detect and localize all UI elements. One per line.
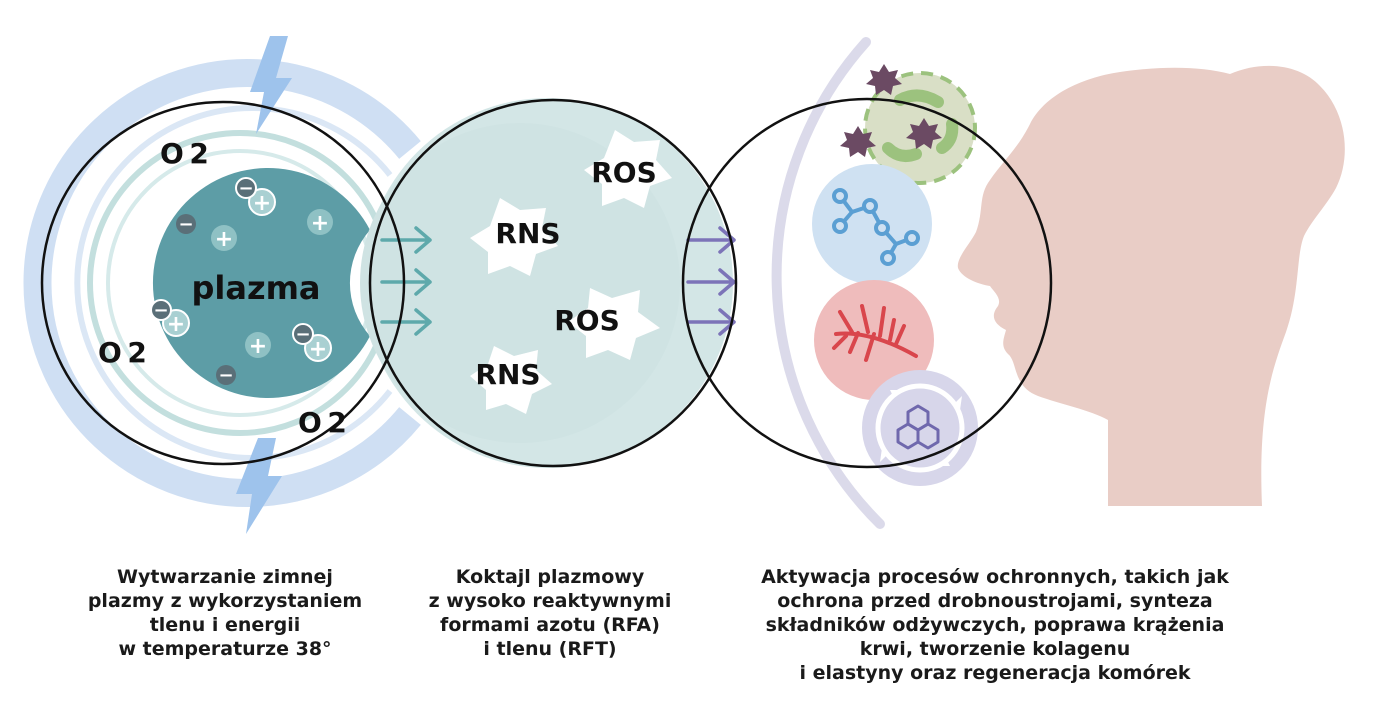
stage-outlines [40, 97, 1053, 469]
oxygen-label: O 2 [98, 336, 147, 369]
caption-stage3: Aktywacja procesów ochronnych, takich ja… [710, 565, 1280, 685]
caption-line: Koktajl plazmowy [455, 566, 645, 588]
oxygen-label: O 2 [160, 137, 209, 170]
ion-plus-sign: + [167, 312, 185, 337]
ion-minus-sign: − [153, 300, 168, 321]
ros-label: ROS [554, 304, 620, 337]
burst-shape [470, 346, 552, 414]
ion-plus-sign: + [249, 334, 267, 359]
caption-line: z wysoko reaktywnymi [428, 590, 672, 612]
caption-stage1: Wytwarzanie zimnej plazmy z wykorzystani… [60, 565, 390, 661]
rns-label: RNS [495, 217, 560, 250]
arrow-right-icon [380, 226, 432, 254]
ion-minus-sign: − [178, 214, 193, 235]
bacteria-icon [840, 64, 977, 185]
molecule-icon [812, 164, 932, 284]
arrow-right-icon [380, 268, 432, 296]
caption-line: w temperaturze 38° [118, 638, 332, 660]
stage3-outline [681, 97, 1053, 469]
caption-line: formami azotu (RFA) [440, 614, 660, 636]
germ-star-icon [906, 118, 942, 149]
stage2-outline [368, 98, 738, 468]
caption-line: Wytwarzanie zimnej [117, 566, 333, 588]
ion-plus-sign: + [215, 227, 233, 252]
teal-arrows [380, 226, 432, 336]
ion-pair-minus [292, 323, 314, 345]
ion-plus-sign: + [253, 191, 271, 216]
ion-plus-sign: + [311, 211, 329, 236]
ros-label: ROS [591, 156, 657, 189]
caption-line: składników odżywczych, poprawa krążenia [765, 614, 1225, 636]
ion-plus [307, 209, 333, 235]
caption-line: krwi, tworzenie kolagenu [859, 638, 1131, 660]
stage2-plasma-cocktail: ROS RNS ROS RNS [360, 98, 736, 468]
ion-minus-sign: − [238, 178, 253, 199]
cocktail-cloud-halo [360, 123, 680, 443]
caption-line: Aktywacja procesów ochronnych, takich ja… [761, 566, 1229, 588]
blood-vessel-icon [814, 280, 934, 400]
ion-plus-sign: + [309, 337, 327, 362]
arrow-right-icon [380, 308, 432, 336]
ion-pair-minus [150, 299, 172, 321]
caption-line: ochrona przed drobnoustrojami, synteza [777, 590, 1213, 612]
rns-label: RNS [475, 358, 540, 391]
caption-line: plazmy z wykorzystaniem [87, 590, 363, 612]
caption-line: tlenu i energii [149, 614, 301, 636]
burst-shape [568, 288, 660, 360]
caption-line: i elastyny oraz regeneracja komórek [799, 662, 1191, 684]
ion-plus [245, 332, 271, 358]
stage3-activation [771, 37, 1345, 529]
ion-minus [216, 365, 236, 385]
ion-plus [211, 225, 237, 251]
arrow-right-icon [686, 308, 736, 336]
ions-group: + − − + + + − + + − − [150, 177, 333, 386]
collagen-regeneration-icon [862, 370, 978, 486]
lightning-top-icon [250, 36, 292, 134]
face-silhouette-icon [957, 65, 1345, 506]
ion-minus [176, 214, 196, 234]
ion-pair-plus [248, 188, 276, 216]
germ-star-icon [840, 126, 876, 157]
arrow-right-icon [686, 226, 736, 254]
ion-pair-minus [235, 177, 257, 199]
ion-minus-sign: − [295, 324, 310, 345]
stage1-outline [40, 100, 406, 466]
germ-star-icon [866, 64, 902, 95]
stage1-plasma-generation: plazma + − − + + + − + + − [23, 36, 421, 534]
violet-arrows [686, 226, 736, 336]
plasma-label: plazma [191, 269, 320, 307]
arrow-right-icon [686, 268, 736, 296]
ion-minus-sign: − [218, 365, 233, 386]
burst-shape [584, 130, 672, 208]
ion-pair-plus [304, 334, 332, 362]
caption-line: i tlenu (RFT) [483, 638, 617, 660]
burst-shape [470, 198, 558, 276]
caption-stage2: Koktajl plazmowy z wysoko reaktywnymi fo… [395, 565, 705, 661]
lightning-bottom-icon [236, 438, 282, 534]
